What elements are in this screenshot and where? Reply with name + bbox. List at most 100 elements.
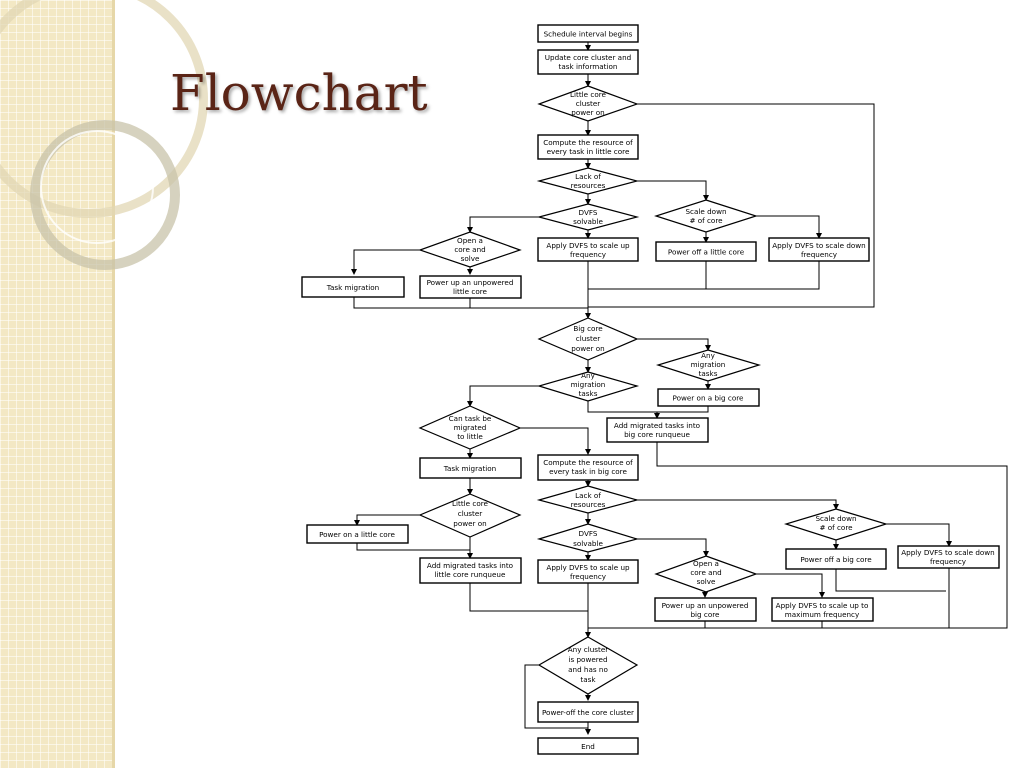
svg-text:little core: little core xyxy=(453,287,487,296)
svg-text:migrated: migrated xyxy=(454,423,487,432)
node-power-on-little: Power on a little core xyxy=(306,524,409,544)
svg-text:Power on a little core: Power on a little core xyxy=(319,530,395,539)
svg-text:Open a: Open a xyxy=(457,236,483,245)
decision-dvfs-2: DVFS solvable xyxy=(536,523,640,553)
svg-text:cluster: cluster xyxy=(576,99,600,108)
svg-text:Any cluster: Any cluster xyxy=(568,645,608,654)
node-power-off-big: Power off a big core xyxy=(785,548,887,570)
svg-text:Apply DVFS to scale up: Apply DVFS to scale up xyxy=(546,563,630,572)
svg-text:Lack of: Lack of xyxy=(575,491,601,500)
svg-text:maximum frequency: maximum frequency xyxy=(785,610,860,619)
svg-text:is powered: is powered xyxy=(568,655,607,664)
node-add-little-runqueue: Add migrated tasks into little core runq… xyxy=(419,557,522,584)
node-power-up-little: Power up an unpowered little core xyxy=(419,275,522,299)
svg-text:Little core: Little core xyxy=(452,499,488,508)
svg-text:solvable: solvable xyxy=(573,539,603,548)
svg-text:every task in little core: every task in little core xyxy=(547,147,630,156)
page-title: Flowchart xyxy=(170,64,428,122)
node-task-migration-2: Task migration xyxy=(419,457,522,479)
decorative-ring xyxy=(40,130,154,244)
svg-text:power on: power on xyxy=(453,519,486,528)
node-apply-down-2: Apply DVFS to scale down frequency xyxy=(897,545,1000,569)
svg-text:every task in big core: every task in big core xyxy=(549,467,627,476)
svg-text:Apply DVFS to scale down: Apply DVFS to scale down xyxy=(901,548,994,557)
node-power-on-big: Power on a big core xyxy=(657,388,760,407)
svg-text:Scale down: Scale down xyxy=(815,514,856,523)
svg-text:Task migration: Task migration xyxy=(326,283,379,292)
svg-text:to little: to little xyxy=(457,432,483,441)
svg-text:tasks: tasks xyxy=(579,389,598,398)
node-start: Schedule interval begins xyxy=(537,24,639,43)
svg-text:resources: resources xyxy=(571,181,606,190)
decision-any-migration-little: Any migration tasks xyxy=(536,371,640,402)
svg-text:tasks: tasks xyxy=(699,369,718,378)
svg-text:power on: power on xyxy=(571,108,604,117)
node-power-off-cluster: Power-off the core cluster xyxy=(537,701,639,723)
decision-open-core-1: Open a core and solve xyxy=(418,231,522,268)
svg-text:frequency: frequency xyxy=(570,572,607,581)
svg-text:Lack of: Lack of xyxy=(575,172,601,181)
svg-text:power on: power on xyxy=(571,344,604,353)
svg-text:Little core: Little core xyxy=(570,90,606,99)
decision-any-migration-big: Any migration tasks xyxy=(655,349,762,382)
svg-text:big core: big core xyxy=(691,610,721,619)
svg-text:Power up an unpowered: Power up an unpowered xyxy=(427,278,514,287)
node-apply-up-1: Apply DVFS to scale up frequency xyxy=(537,237,639,262)
svg-text:solve: solve xyxy=(697,577,716,586)
svg-text:Power on a big core: Power on a big core xyxy=(673,394,744,403)
svg-text:task: task xyxy=(580,675,596,684)
decision-scale-down-2: Scale down # of core xyxy=(783,508,889,541)
svg-text:resources: resources xyxy=(571,500,606,509)
node-end: End xyxy=(537,737,639,755)
svg-text:Any: Any xyxy=(581,371,595,380)
svg-text:# of core: # of core xyxy=(689,216,723,225)
svg-text:Power off a big core: Power off a big core xyxy=(800,555,872,564)
svg-text:task information: task information xyxy=(559,62,618,71)
svg-text:DVFS: DVFS xyxy=(579,529,598,538)
svg-text:Scale down: Scale down xyxy=(685,207,726,216)
svg-text:DVFS: DVFS xyxy=(579,208,598,217)
decision-any-cluster: Any cluster is powered and has no task xyxy=(537,636,639,695)
node-apply-up-2: Apply DVFS to scale up frequency xyxy=(537,559,639,584)
node-power-up-big: Power up an unpowered big core xyxy=(654,597,757,622)
decision-can-migrate: Can task be migrated to little xyxy=(418,405,522,450)
svg-text:Power up an unpowered: Power up an unpowered xyxy=(662,601,749,610)
svg-text:little core runqueue: little core runqueue xyxy=(435,570,506,579)
svg-text:Compute the resource of: Compute the resource of xyxy=(543,458,633,467)
svg-text:migration: migration xyxy=(571,380,606,389)
decision-scale-down-1: Scale down # of core xyxy=(654,199,758,233)
decision-lack-2: Lack of resources xyxy=(536,485,640,514)
svg-text:Big core: Big core xyxy=(573,324,603,333)
svg-text:Compute the resource of: Compute the resource of xyxy=(543,138,633,147)
svg-text:Apply DVFS to scale up to: Apply DVFS to scale up to xyxy=(776,601,869,610)
sidebar-edge xyxy=(112,0,115,768)
decision-little-on-2: Little core cluster power on xyxy=(418,493,522,538)
svg-text:Add migrated tasks into: Add migrated tasks into xyxy=(614,421,700,430)
svg-text:solvable: solvable xyxy=(573,217,603,226)
node-compute-big: Compute the resource of every task in bi… xyxy=(537,454,639,481)
svg-text:Task migration: Task migration xyxy=(443,464,496,473)
svg-text:solve: solve xyxy=(461,254,480,263)
svg-text:Power off a little core: Power off a little core xyxy=(668,248,745,257)
svg-text:and has no: and has no xyxy=(568,665,608,674)
svg-text:migration: migration xyxy=(691,360,726,369)
node-compute-little: Compute the resource of every task in li… xyxy=(537,134,639,160)
node-add-big-runqueue: Add migrated tasks into big core runqueu… xyxy=(606,417,709,443)
svg-text:Apply DVFS to scale down: Apply DVFS to scale down xyxy=(772,241,865,250)
svg-text:cluster: cluster xyxy=(458,509,482,518)
node-label: Schedule interval begins xyxy=(544,30,633,39)
node-power-off-little: Power off a little core xyxy=(655,241,757,262)
decision-little-on: Little core cluster power on xyxy=(537,85,639,122)
decision-dvfs-1: DVFS solvable xyxy=(536,203,640,231)
node-apply-max: Apply DVFS to scale up to maximum freque… xyxy=(771,597,874,622)
svg-text:Any: Any xyxy=(701,351,715,360)
svg-text:# of core: # of core xyxy=(819,523,853,532)
svg-text:Can task be: Can task be xyxy=(449,414,492,423)
decision-big-on: Big core cluster power on xyxy=(537,317,639,361)
decision-open-core-2: Open a core and solve xyxy=(654,555,758,593)
svg-text:frequency: frequency xyxy=(930,557,967,566)
svg-text:cluster: cluster xyxy=(576,334,600,343)
svg-text:End: End xyxy=(581,742,595,751)
svg-text:core and: core and xyxy=(690,568,721,577)
